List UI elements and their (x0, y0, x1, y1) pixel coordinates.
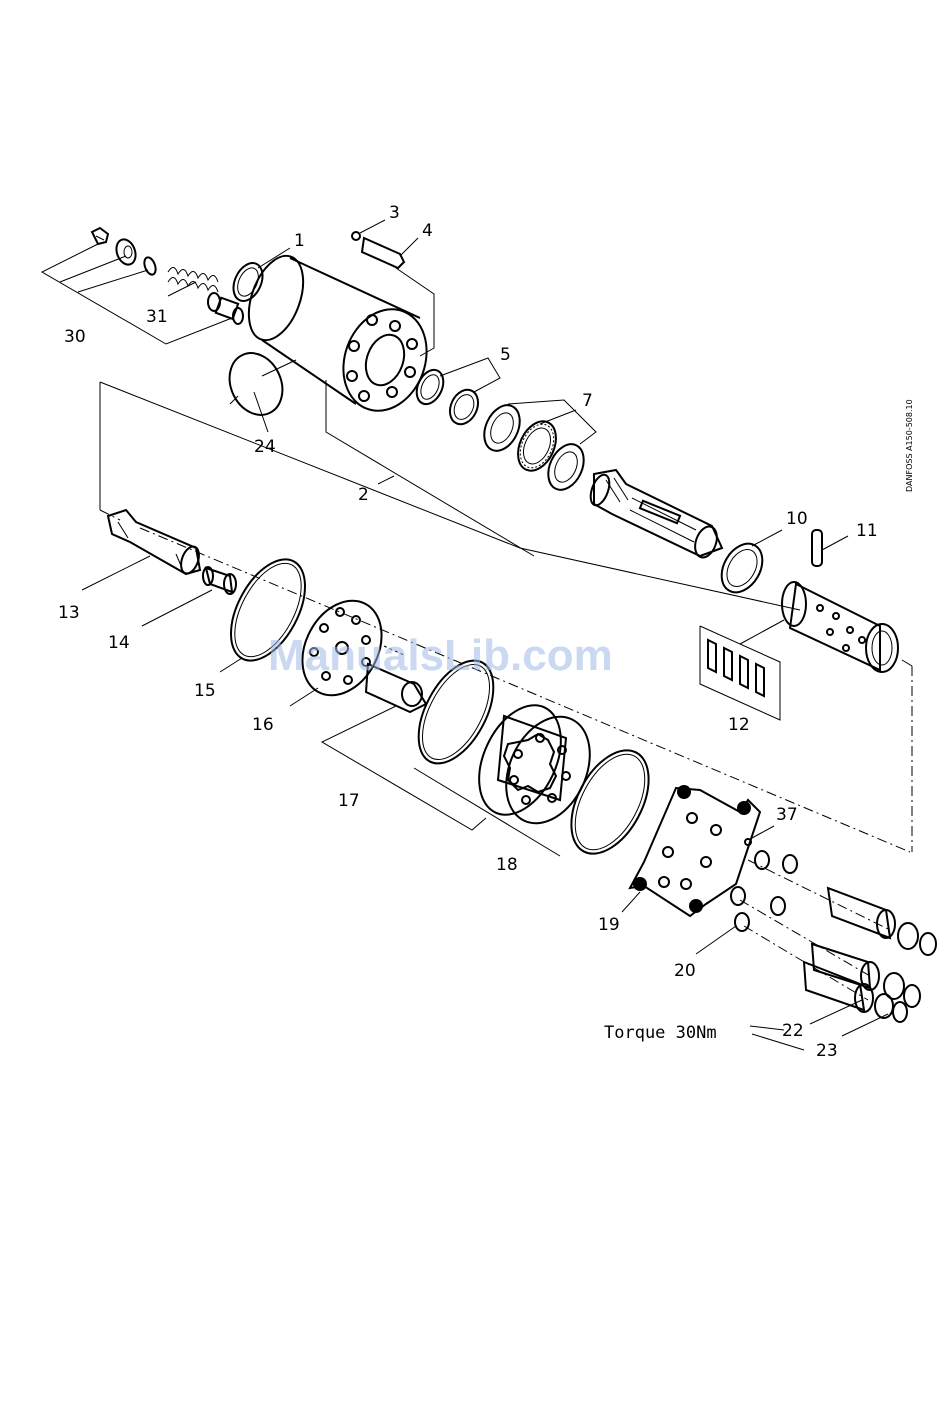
label-4: 4 (422, 221, 433, 241)
label-10: 10 (786, 509, 808, 529)
label-11: 11 (856, 521, 878, 541)
label-15: 15 (194, 681, 216, 701)
label-13: 13 (58, 603, 80, 623)
part-13-drive-shaft (82, 510, 202, 590)
label-18: 18 (496, 855, 518, 875)
label-30: 30 (64, 327, 86, 347)
label-24: 24 (254, 437, 276, 457)
label-19: 19 (598, 915, 620, 935)
part-14-spacer (142, 567, 236, 626)
label-16: 16 (252, 715, 274, 735)
label-31: 31 (146, 307, 168, 327)
part-3-4-ball-and-pin (352, 220, 418, 268)
part-24-o-ring (220, 344, 292, 432)
watermark-text: ManualsLib.com (268, 631, 613, 680)
label-37: 37 (776, 805, 798, 825)
part-10-ring (713, 530, 782, 600)
label-7: 7 (582, 391, 593, 411)
label-14: 14 (108, 633, 130, 653)
part-11-pin (812, 530, 848, 566)
spool-sleeve (782, 582, 912, 852)
part-18-gear-set (414, 692, 606, 856)
part-20-o-rings (696, 826, 797, 954)
label-12: 12 (728, 715, 750, 735)
output-shaft (587, 470, 722, 560)
label-17: 17 (338, 791, 360, 811)
label-23: 23 (816, 1041, 838, 1061)
part-2-housing (238, 248, 534, 556)
bolts-22-23 (750, 888, 936, 1050)
label-1: 1 (294, 231, 305, 251)
part-12-springs (700, 620, 784, 720)
label-2: 2 (358, 485, 369, 505)
label-20: 20 (674, 961, 696, 981)
label-22: 22 (782, 1021, 804, 1041)
label-5: 5 (500, 345, 511, 365)
part-19-end-cover (622, 785, 760, 916)
label-3: 3 (389, 203, 400, 223)
drawing-code: DANFOSS A150-508.10 (905, 399, 914, 492)
torque-note: Torque 30Nm (604, 1023, 717, 1043)
part-7-bearing-stack (477, 399, 596, 495)
